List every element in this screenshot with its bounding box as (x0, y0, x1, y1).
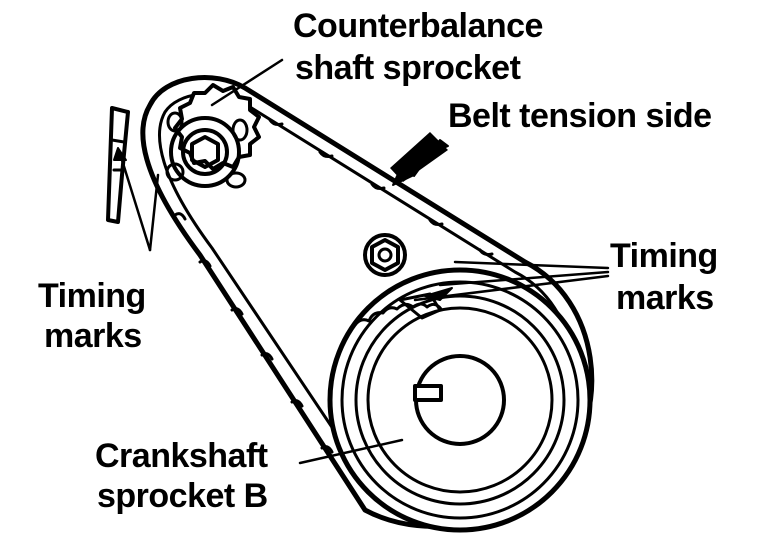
crank-timing-arrow (424, 287, 453, 301)
crank-ring-4 (366, 306, 554, 494)
sprocket-bolt-hex (190, 135, 220, 169)
timing-marks-right-line1: Timing (610, 237, 718, 275)
crank-ring-3 (354, 294, 566, 506)
sprocket-hub (181, 128, 229, 176)
crank-ring-2 (340, 280, 580, 520)
belt-tension-arrow-shaft (390, 132, 448, 182)
belt-teeth-right (268, 118, 494, 256)
timing-marks-right-line2: marks (616, 279, 714, 317)
timing-marks-left-line2: marks (44, 317, 142, 355)
sprocket-window (231, 118, 249, 142)
left-timing-pointer (106, 106, 130, 224)
left-timing-arrow (113, 147, 127, 161)
sprocket-hub-ring (169, 116, 241, 188)
sprocket-window (225, 171, 247, 189)
belt-teeth-left (173, 212, 334, 454)
counterbalance-label-line1: Counterbalance (293, 7, 543, 45)
crank-timing-tab (398, 292, 442, 320)
tensioner-bolt (363, 233, 407, 277)
crank-teeth-arc (353, 302, 443, 327)
sprocket-window (165, 162, 185, 182)
crank-keyway (413, 384, 443, 402)
crankshaft-label-line2: sprocket B (97, 477, 268, 515)
timing-marks-left-line1: Timing (38, 277, 146, 315)
leader-lines (120, 58, 610, 465)
counterbalance-label-line2: shaft sprocket (295, 49, 521, 87)
counterbalance-sprocket (165, 83, 261, 189)
crankshaft-sprocket (327, 267, 593, 533)
belt-tension-label: Belt tension side (448, 97, 712, 135)
sprocket-window (166, 111, 184, 133)
crankshaft-label-line1: Crankshaft (95, 437, 268, 475)
